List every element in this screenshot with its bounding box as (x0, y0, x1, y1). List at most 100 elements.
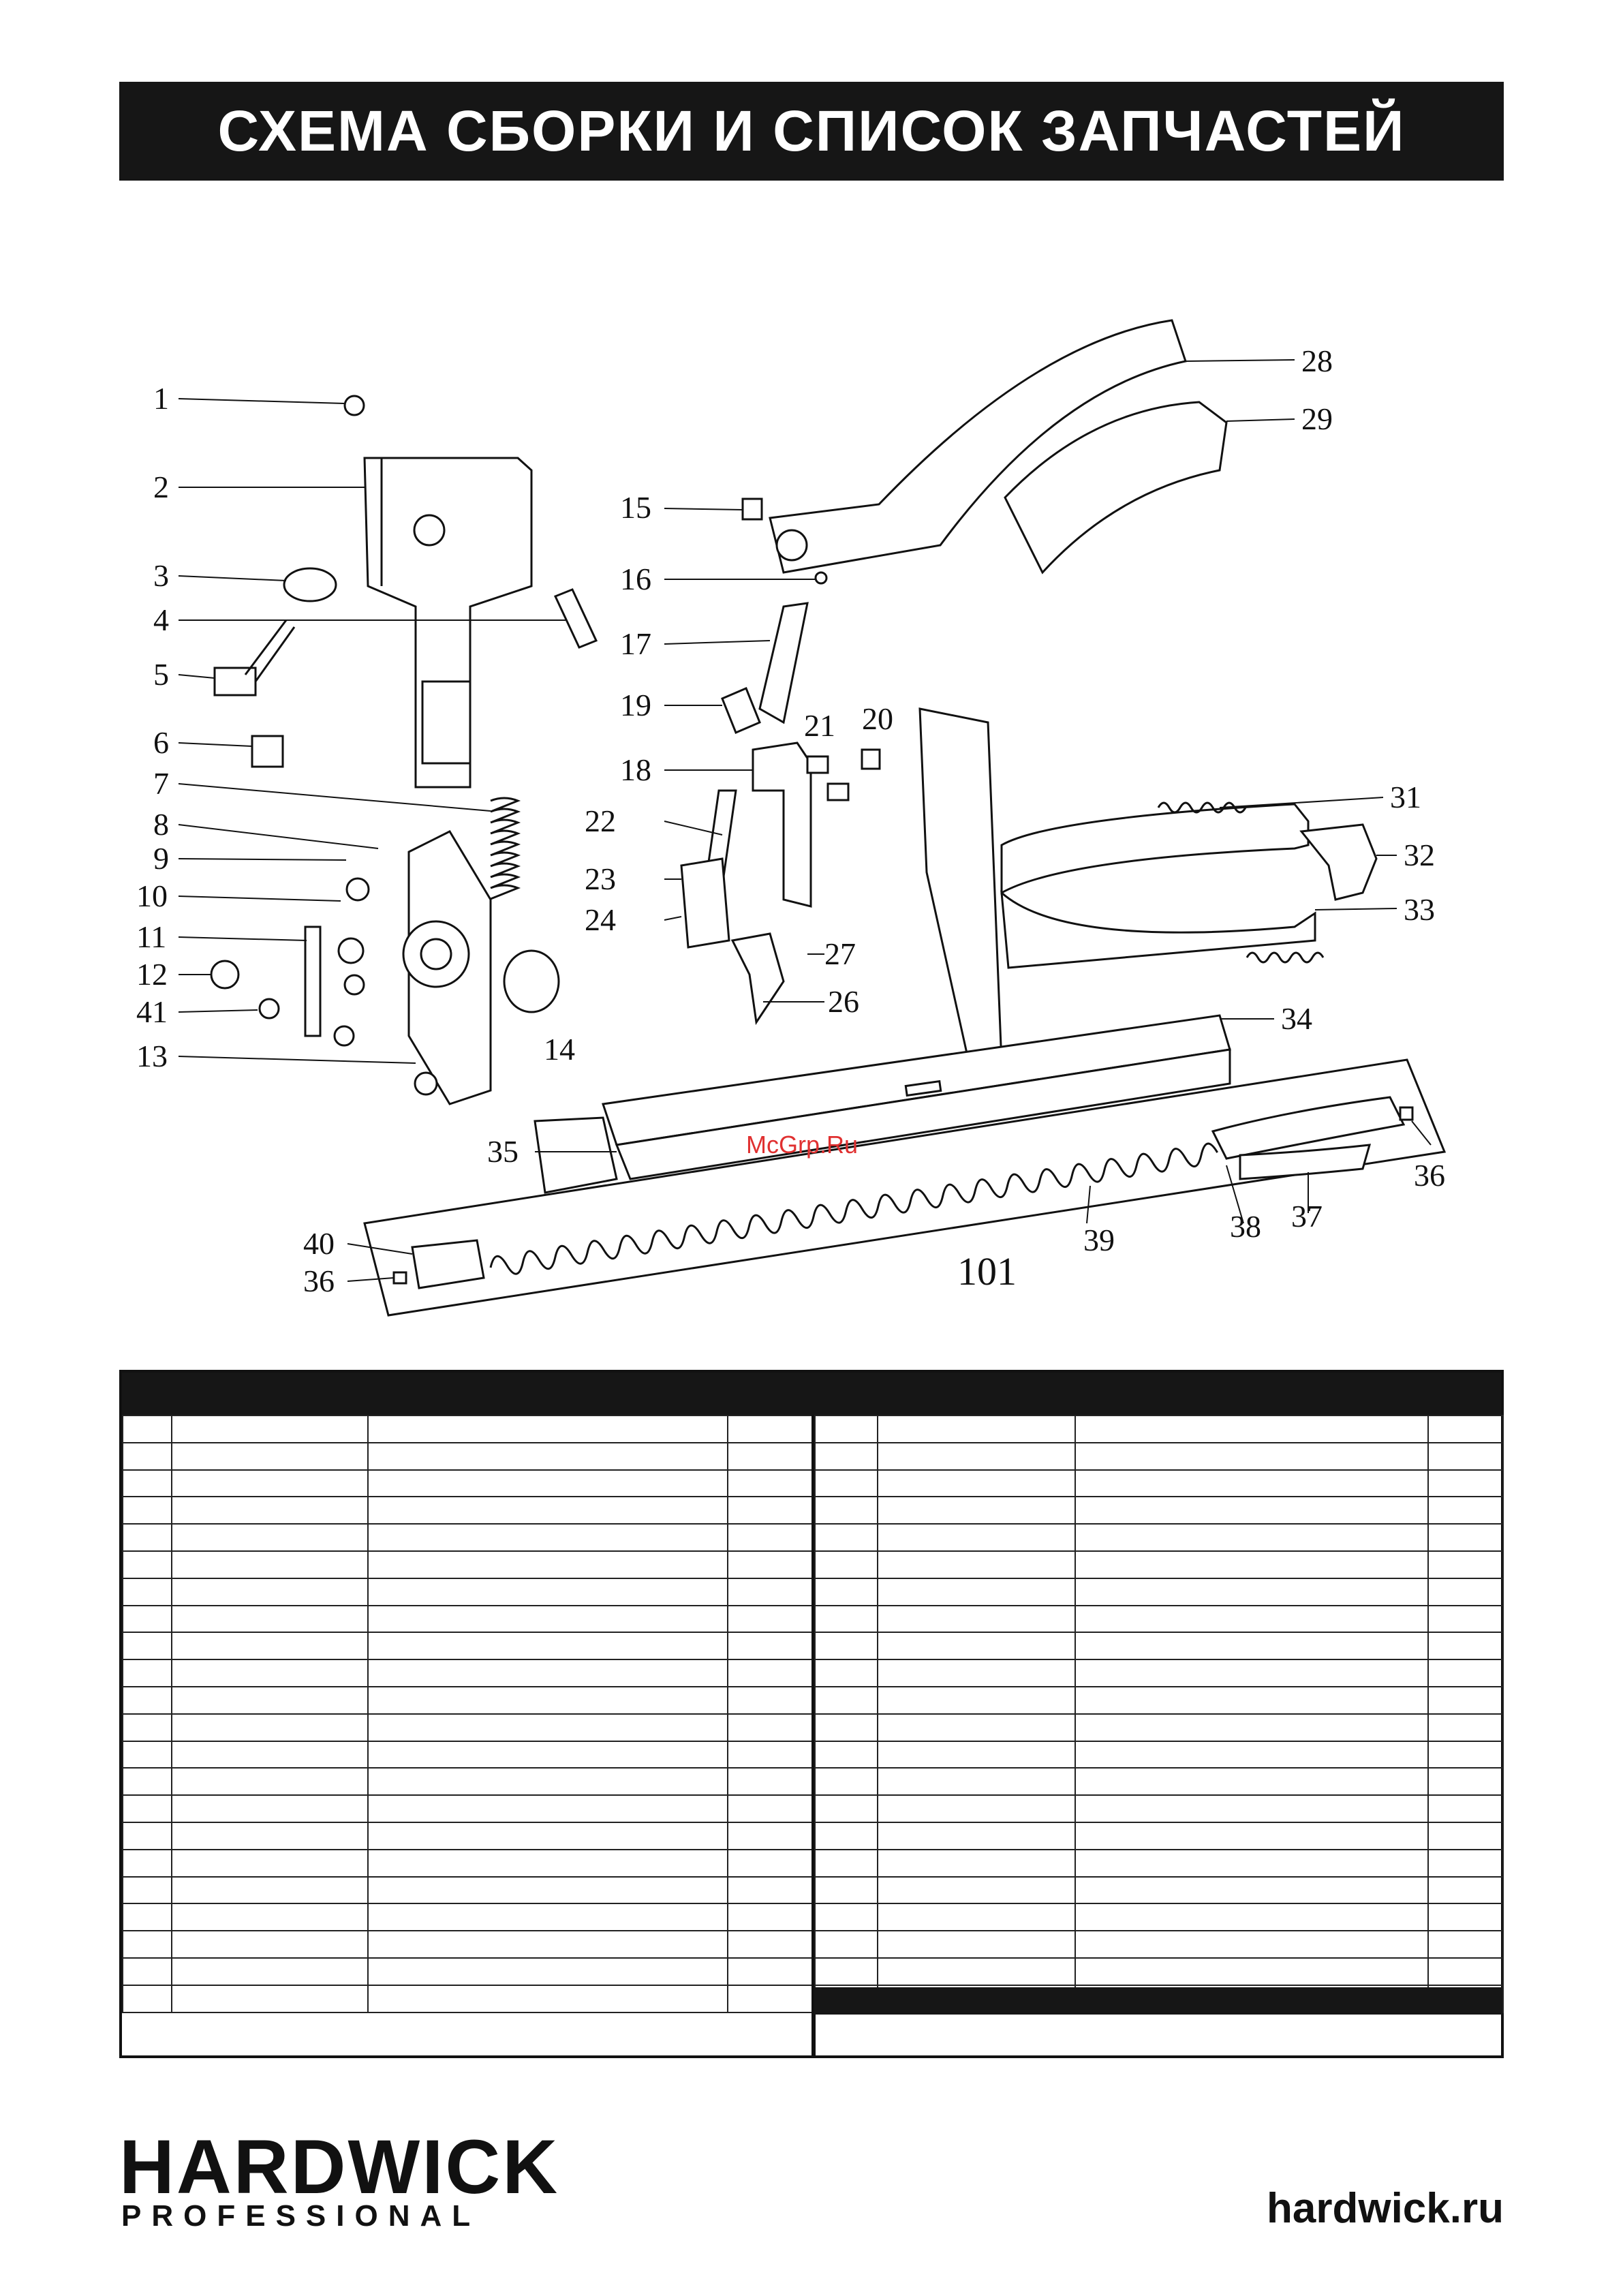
table-cell (1427, 1632, 1504, 1661)
part-spring-vertical (490, 797, 521, 900)
part-roller (503, 949, 560, 1013)
table-cell (877, 1496, 1076, 1525)
table-cell (814, 1794, 878, 1823)
table-cell (171, 1821, 369, 1850)
table-cell (727, 1794, 815, 1823)
label-40: 40 (303, 1226, 335, 1261)
table-cell (171, 1957, 369, 1986)
table-cell (814, 1957, 878, 1986)
part-bolt (553, 588, 598, 649)
table-cell (814, 1903, 878, 1932)
table-cell (814, 1821, 878, 1850)
table-cell (727, 1713, 815, 1742)
label-41: 41 (136, 994, 168, 1029)
table-cell (1075, 1577, 1429, 1606)
table-cell (877, 1713, 1076, 1742)
table-cell (171, 1604, 369, 1634)
table-cell (814, 1930, 878, 1959)
label-29: 29 (1301, 401, 1333, 436)
table-cell (814, 1767, 878, 1796)
table-cell (367, 1496, 728, 1525)
table-row (814, 1876, 1504, 1905)
table-cell (367, 1415, 728, 1443)
table-cell (1427, 1876, 1504, 1905)
table-cell (367, 1903, 728, 1932)
label-21: 21 (804, 708, 835, 743)
label-1: 1 (153, 381, 169, 416)
table-cell (727, 1523, 815, 1552)
label-24: 24 (585, 902, 616, 937)
table-cell (367, 1659, 728, 1687)
part-block (251, 735, 284, 768)
table-cell (727, 1957, 815, 1986)
label-3: 3 (153, 558, 169, 593)
table-cell (171, 1794, 369, 1823)
table-cell (1075, 1767, 1429, 1796)
table-cell (1075, 1848, 1429, 1878)
table-cell (814, 1523, 878, 1552)
table-row (814, 1469, 1504, 1498)
table-cell (1075, 1930, 1429, 1959)
table-cell (122, 1604, 172, 1634)
brand-subtitle: PROFESSIONAL (121, 2199, 481, 2233)
label-20: 20 (862, 701, 893, 736)
table-cell (122, 1523, 172, 1552)
table-row (122, 1957, 815, 1986)
table-row (122, 1848, 815, 1878)
table-cell (727, 1848, 815, 1878)
table-cell (171, 1767, 369, 1796)
label-15: 15 (620, 490, 651, 525)
table-cell (367, 1767, 728, 1796)
table-cell (122, 1767, 172, 1796)
label-7: 7 (153, 766, 169, 801)
table-row (122, 1930, 815, 1959)
table-cell (877, 1577, 1076, 1606)
table-cell (1427, 1577, 1504, 1606)
table-cell (367, 1632, 728, 1661)
part-pusher (411, 1239, 485, 1289)
table-cell (727, 1496, 815, 1525)
table-cell (122, 1685, 172, 1715)
label-36-left: 36 (303, 1264, 335, 1298)
page-title: СХЕМА СБОРКИ И СПИСОК ЗАПЧАСТЕЙ (217, 99, 1406, 163)
table-cell (814, 1876, 878, 1905)
table-cell (1075, 1740, 1429, 1769)
label-5: 5 (153, 657, 169, 692)
label-14: 14 (544, 1032, 575, 1067)
table-cell (877, 1848, 1076, 1878)
table-cell (727, 1632, 815, 1661)
table-row (814, 1794, 1504, 1823)
parts-table-header (122, 1373, 1501, 1415)
table-divider (812, 1415, 816, 2058)
label-6: 6 (153, 725, 169, 760)
table-cell (1075, 1415, 1429, 1443)
table-cell (1075, 1659, 1429, 1687)
table-cell (171, 1577, 369, 1606)
table-row (122, 1767, 815, 1796)
table-row (122, 1604, 815, 1634)
table-cell (877, 1821, 1076, 1850)
label-22: 22 (585, 803, 616, 838)
table-cell (814, 1848, 878, 1878)
table-cell (171, 1876, 369, 1905)
table-cell (1075, 1957, 1429, 1986)
table-cell (727, 1659, 815, 1687)
table-cell (877, 1523, 1076, 1552)
table-cell (877, 1604, 1076, 1634)
label-13: 13 (136, 1039, 168, 1073)
table-row (122, 1903, 815, 1932)
website-link[interactable]: hardwick.ru (1267, 2185, 1504, 2232)
table-cell (877, 1415, 1076, 1443)
table-cell (1075, 1604, 1429, 1634)
table-cell (367, 1523, 728, 1552)
parts-table-left (122, 1415, 815, 2013)
table-cell (877, 1441, 1076, 1471)
table-row (122, 1415, 815, 1443)
table-cell (122, 1632, 172, 1661)
label-12: 12 (136, 957, 168, 992)
assembly-diagram: 1 2 3 4 5 6 7 8 9 10 11 12 41 13 14 15 1… (136, 319, 1447, 1317)
brand-logo: HARDWICK (119, 2124, 560, 2209)
table-cell (122, 1441, 172, 1471)
table-cell (122, 1876, 172, 1905)
table-cell (367, 1957, 728, 1986)
